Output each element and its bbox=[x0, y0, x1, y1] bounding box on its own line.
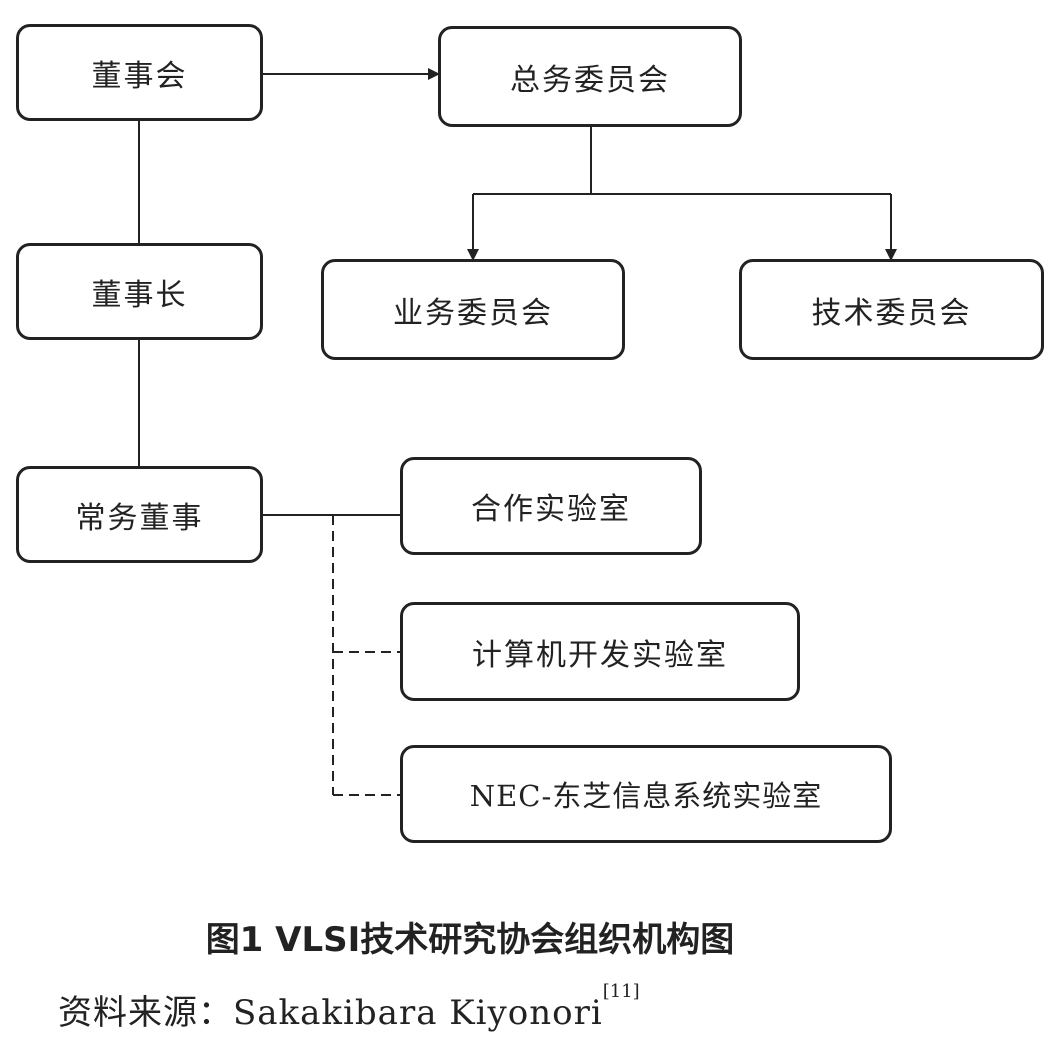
source-label: 资料来源：Sakakibara Kiyonori bbox=[58, 993, 603, 1033]
figure-caption: 图1 VLSI技术研究协会组织机构图 bbox=[205, 920, 735, 960]
node-joint-lab: 合作实验室 bbox=[400, 457, 702, 555]
node-chairman: 董事长 bbox=[16, 243, 263, 340]
node-computer-lab: 计算机开发实验室 bbox=[400, 602, 800, 701]
node-nec-toshiba-lab: NEC-东芝信息系统实验室 bbox=[400, 745, 892, 843]
node-technical-committee: 技术委员会 bbox=[739, 259, 1044, 360]
source-note: 资料来源：Sakakibara Kiyonori[11] bbox=[58, 981, 640, 1034]
node-board: 董事会 bbox=[16, 24, 263, 121]
source-reference: [11] bbox=[602, 981, 640, 1002]
node-business-committee: 业务委员会 bbox=[321, 259, 625, 360]
node-general-committee: 总务委员会 bbox=[438, 26, 742, 127]
node-executive-directors: 常务董事 bbox=[16, 466, 263, 563]
